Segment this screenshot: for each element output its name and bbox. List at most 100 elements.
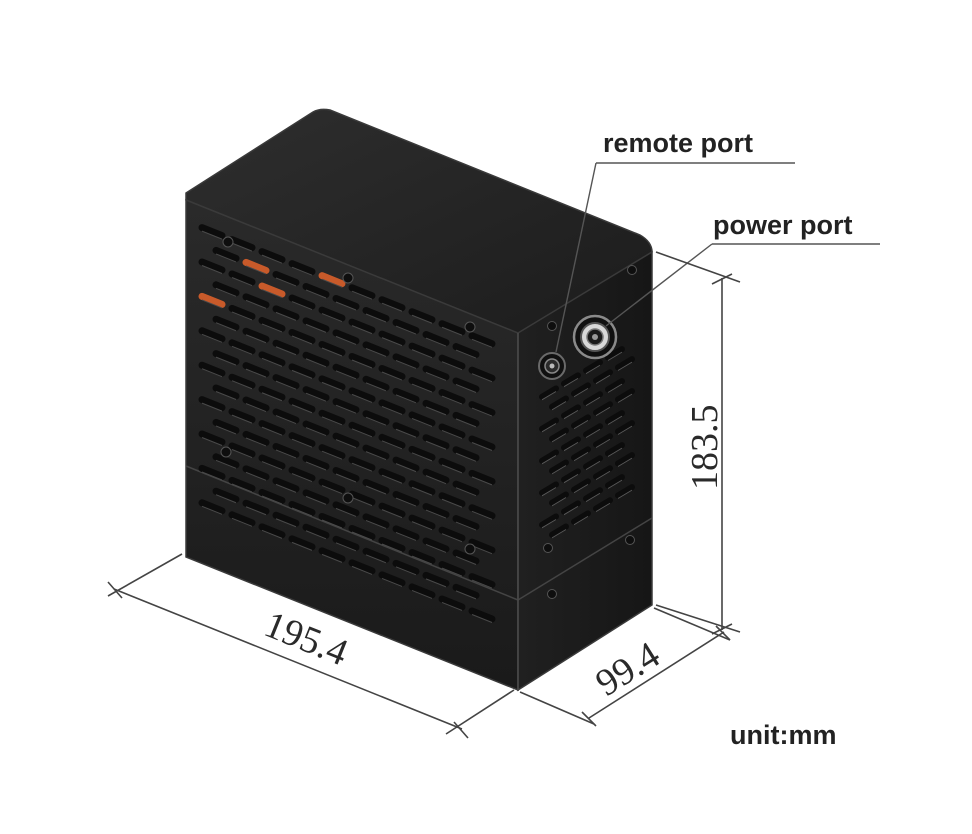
vent-slot bbox=[605, 474, 625, 489]
vent-slot-edge bbox=[245, 506, 267, 516]
vent-slot bbox=[392, 422, 420, 438]
vent-slot bbox=[348, 456, 376, 472]
vent-slot-edge bbox=[471, 614, 493, 623]
vent-slot bbox=[392, 387, 420, 403]
screw bbox=[625, 535, 635, 545]
vent-slot-edge bbox=[201, 265, 223, 274]
vent-slot bbox=[348, 387, 376, 403]
vent-slot-edge bbox=[335, 439, 357, 449]
vent-slot bbox=[258, 282, 286, 298]
vent-slot-edge bbox=[395, 531, 417, 541]
vent-slot-edge bbox=[563, 409, 579, 420]
vent-slot-edge bbox=[395, 463, 417, 473]
vent-slot bbox=[212, 246, 240, 262]
vent-slot bbox=[452, 480, 480, 496]
vent-slot bbox=[561, 372, 581, 387]
vent-slot bbox=[571, 510, 591, 525]
vent-slot bbox=[258, 385, 286, 401]
vent-slot bbox=[452, 583, 480, 599]
vent-slot bbox=[468, 332, 496, 348]
front-base-seam bbox=[185, 465, 519, 601]
vent-slot-edge bbox=[201, 505, 223, 515]
vent-slot bbox=[302, 523, 330, 539]
vent-slot-edge bbox=[215, 322, 237, 332]
vent-slot bbox=[302, 282, 330, 298]
remote-port-connector bbox=[538, 352, 566, 380]
vent-slot-edge bbox=[617, 361, 633, 371]
vent-slot-edge bbox=[411, 417, 433, 427]
vent-slot bbox=[302, 317, 330, 333]
vent-slot-edge bbox=[321, 450, 343, 460]
vent-slot bbox=[422, 434, 450, 450]
vent-slot-edge bbox=[455, 590, 477, 600]
vent-slot-edge bbox=[455, 418, 477, 428]
vent-slot-edge bbox=[335, 473, 357, 483]
vent-slot bbox=[438, 492, 466, 508]
front-screws bbox=[220, 236, 476, 555]
vent-slot-edge bbox=[201, 230, 223, 240]
vent-slot bbox=[332, 329, 360, 345]
vent-slot-edge bbox=[275, 483, 297, 493]
vent-slot-edge bbox=[201, 368, 223, 378]
vent-slot bbox=[348, 559, 376, 575]
vent-slot-edge bbox=[261, 529, 283, 539]
vent-slot-edge bbox=[245, 403, 267, 413]
vent-slot bbox=[318, 375, 346, 391]
vent-slot bbox=[258, 248, 286, 264]
vent-slot-edge bbox=[261, 495, 283, 505]
vent-slot-edge bbox=[573, 419, 589, 430]
vent-slot-edge bbox=[585, 364, 601, 374]
vent-slot bbox=[198, 361, 226, 377]
vent-slot-edge bbox=[365, 382, 387, 392]
vent-slot bbox=[288, 294, 316, 310]
vent-slot-edge bbox=[395, 497, 417, 507]
screw bbox=[342, 492, 354, 504]
vent-slot bbox=[378, 502, 406, 518]
vent-slot-edge bbox=[573, 483, 589, 494]
vent-slot-edge bbox=[201, 471, 223, 481]
screw bbox=[342, 272, 354, 284]
vent-slot-edge bbox=[365, 416, 387, 426]
vent-slot-edge bbox=[381, 405, 403, 415]
remote-port-leader bbox=[555, 162, 597, 353]
vent-slot-edge bbox=[215, 287, 237, 297]
vent-slot bbox=[212, 487, 240, 503]
vent-slot bbox=[583, 455, 603, 470]
vent-slot-edge bbox=[425, 337, 447, 347]
vent-slot-edge bbox=[541, 423, 557, 433]
vent-slot-edge bbox=[231, 483, 253, 493]
vent-slot-edge bbox=[321, 313, 343, 323]
vent-slot bbox=[605, 442, 625, 457]
vent-slot-edge bbox=[275, 346, 297, 356]
vent-slot-edge bbox=[381, 337, 403, 347]
vent-slot-edge bbox=[411, 486, 433, 496]
vent-slot-edge bbox=[455, 487, 477, 497]
vent-slot-edge bbox=[471, 373, 493, 383]
vent-slot bbox=[468, 504, 496, 520]
vent-slot bbox=[318, 547, 346, 563]
vent-slot-edge bbox=[471, 579, 493, 589]
vent-slot bbox=[408, 411, 436, 427]
vent-slot bbox=[593, 465, 613, 480]
screw bbox=[627, 265, 637, 275]
vent-slot bbox=[362, 479, 390, 495]
vent-slot-edge bbox=[245, 368, 267, 378]
vent-slot bbox=[362, 307, 390, 323]
vent-slot bbox=[422, 331, 450, 347]
vent-slot-edge bbox=[261, 392, 283, 402]
remote-port-label: remote port bbox=[603, 128, 753, 158]
vent-slot-edge bbox=[305, 495, 327, 505]
vent-slot bbox=[288, 363, 316, 379]
vent-slot-edge bbox=[365, 347, 387, 357]
vent-slot-edge bbox=[231, 345, 253, 355]
vent-slot-edge bbox=[395, 394, 417, 404]
vent-slot-edge bbox=[215, 391, 237, 400]
vent-slot bbox=[452, 411, 480, 427]
vent-slot bbox=[348, 490, 376, 506]
screw bbox=[220, 446, 232, 458]
vent-slot-edge bbox=[335, 335, 357, 345]
vent-slot bbox=[539, 385, 559, 400]
vent-slot bbox=[242, 465, 270, 481]
vent-slot bbox=[438, 595, 466, 611]
vent-slot-edge bbox=[215, 356, 237, 366]
